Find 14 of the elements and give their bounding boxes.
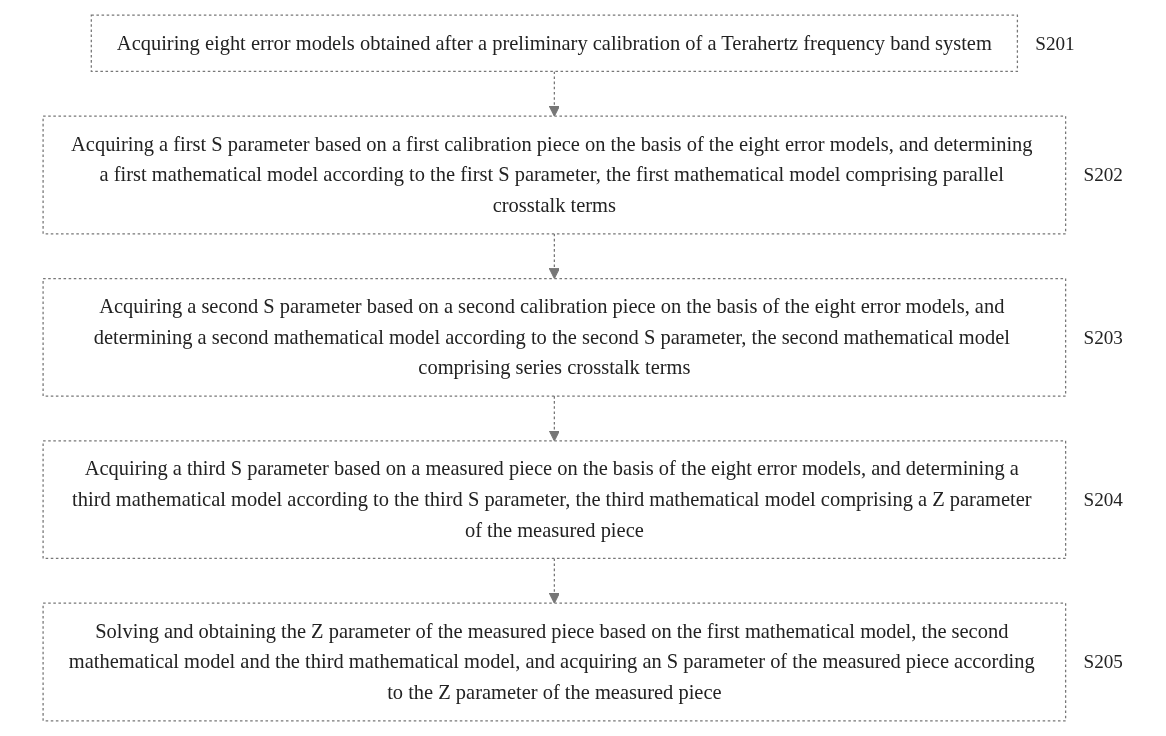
node-box: Acquiring eight error models obtained after a preliminary calibration of a Terahertz frequency band system bbox=[90, 14, 1019, 73]
node-box: Acquiring a second S parameter based on a second calibration piece on the basis of the eight error models, and determining a second mathematical model according to the second S parameter, the second mathematical model comprising series crosstalk terms bbox=[42, 277, 1067, 397]
arrow bbox=[548, 70, 560, 117]
arrow bbox=[548, 233, 560, 280]
node-box: Solving and obtaining the Z parameter of the measured piece based on the first mathematical model, the second mathematical model and the third mathematical model, and acquiring an S parameter of the measured piece according to the Z parameter of the measured piece bbox=[42, 602, 1067, 722]
step-number: S203 bbox=[1083, 326, 1123, 348]
node-box: Acquiring a third S parameter based on a measured piece on the basis of the eight error models, and determining a third mathematical model according to the third S parameter, the third mathematical model comprising a Z parameter of the measured piece bbox=[42, 440, 1067, 560]
step-number: S201 bbox=[1035, 32, 1075, 54]
step-number: S204 bbox=[1083, 489, 1123, 511]
arrow bbox=[548, 557, 560, 604]
node-box: Acquiring a first S parameter based on a first calibration piece on the basis of the eight error models, and determining a first mathematical model according to the first S parameter, the first mathematical model comprising parallel crosstalk terms bbox=[42, 115, 1067, 235]
arrow bbox=[548, 395, 560, 442]
step-number: S205 bbox=[1083, 651, 1123, 673]
step-number: S202 bbox=[1083, 164, 1123, 186]
